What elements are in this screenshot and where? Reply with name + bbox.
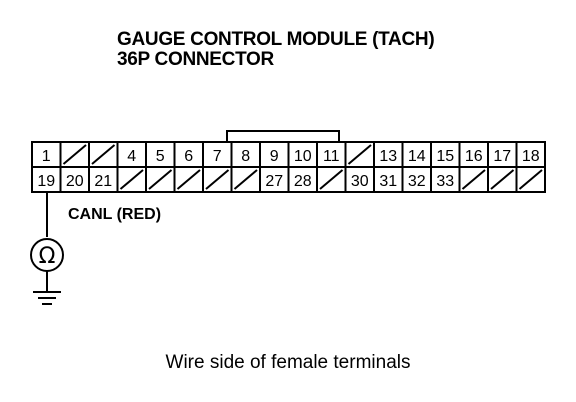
terminal-number: 19 [37, 173, 55, 190]
unused-terminal-slash [62, 144, 87, 165]
unused-terminal-slash [347, 144, 372, 165]
terminal-cell [31, 166, 62, 193]
terminal-number: 5 [156, 148, 165, 165]
connector-lock-tab [226, 130, 340, 142]
terminal-cell [287, 141, 318, 168]
terminal-number: 6 [184, 148, 193, 165]
unused-terminal-slash [490, 169, 515, 190]
unused-terminal-slash [176, 169, 201, 190]
unused-terminal-slash [148, 169, 173, 190]
terminal-number: 27 [265, 173, 283, 190]
unused-terminal-slash [319, 169, 344, 190]
terminal-cell [88, 166, 119, 193]
terminal-number: 16 [465, 148, 483, 165]
terminal-number: 28 [294, 173, 312, 190]
terminal-number: 11 [323, 148, 340, 165]
terminal-cell [344, 166, 375, 193]
terminal-number: 8 [241, 148, 250, 165]
terminal-number: 1 [42, 148, 51, 165]
unused-terminal-slash [119, 169, 144, 190]
terminal-number: 13 [379, 148, 397, 165]
terminal-number: 21 [94, 173, 112, 190]
terminal-number: 33 [436, 173, 454, 190]
connector-name: 36P CONNECTOR [117, 49, 274, 70]
terminal-number: 15 [436, 148, 454, 165]
terminal-number: 32 [408, 173, 426, 190]
terminal-cell [401, 166, 432, 193]
view-caption: Wire side of female terminals [165, 352, 411, 373]
wire-color-label: CANL (RED) [68, 206, 162, 223]
ohm-symbol: Ω [39, 244, 56, 269]
unused-terminal-slash [91, 144, 116, 165]
terminal-cell [31, 141, 62, 168]
unused-terminal-slash [205, 169, 230, 190]
terminal-number: 17 [493, 148, 511, 165]
unused-terminal-slash [518, 169, 543, 190]
terminal-number: 4 [127, 148, 136, 165]
diagram-title: GAUGE CONTROL MODULE (TACH) [117, 29, 435, 50]
unused-terminal-slash [233, 169, 258, 190]
terminal-number: 7 [213, 148, 222, 165]
terminal-cell [373, 141, 404, 168]
terminal-number: 30 [351, 173, 369, 190]
terminal-cell [259, 166, 290, 193]
terminal-cell [458, 141, 489, 168]
unused-terminal-slash [461, 169, 486, 190]
terminal-number: 18 [522, 148, 540, 165]
terminal-number: 20 [66, 173, 84, 190]
terminal-number: 31 [379, 173, 397, 190]
terminal-number: 10 [294, 148, 312, 165]
terminal-number: 9 [270, 148, 279, 165]
terminal-number: 14 [408, 148, 426, 165]
terminal-cell [287, 166, 318, 193]
